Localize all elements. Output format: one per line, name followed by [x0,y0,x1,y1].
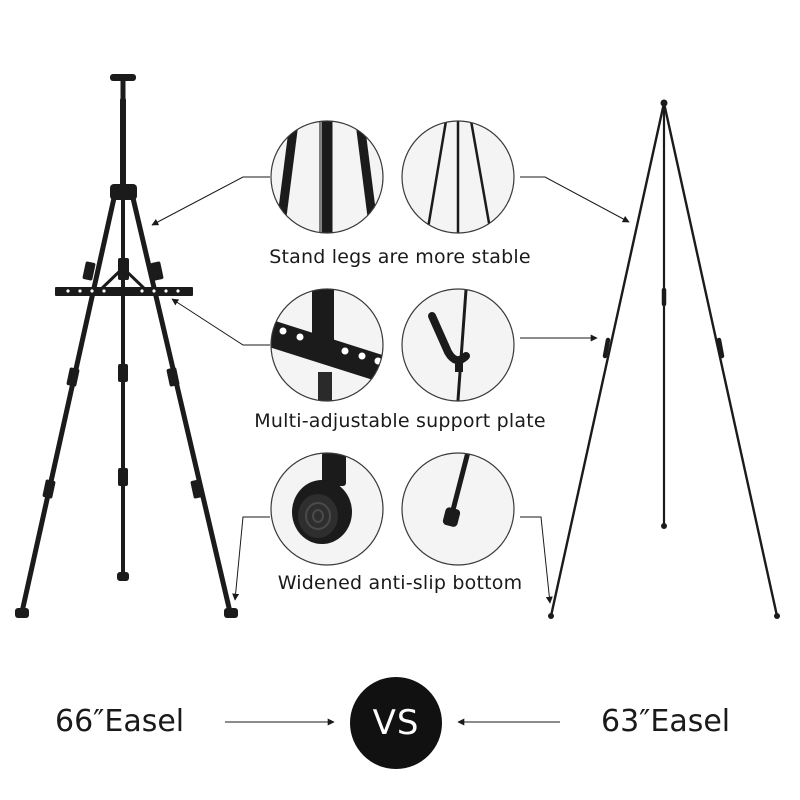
caption-stable-legs: Stand legs are more stable [269,246,531,268]
label-63-easel: 63″Easel [601,704,731,739]
detail-circle-support-plate [270,288,384,402]
caption-anti-slip: Widened anti-slip bottom [277,572,523,594]
vs-badge: VS [350,677,442,769]
detail-circle-hook [401,288,515,402]
wire-easel-63 [548,99,780,619]
caption-support-plate: Multi-adjustable support plate [254,410,546,432]
detail-circle-thin-legs [401,120,515,234]
label-66-easel: 66″Easel [55,704,185,739]
detail-circle-leg-tubes [270,120,384,234]
detail-circle-thin-foot [401,452,515,566]
pointer-arrows [151,176,630,604]
tripod-easel-66 [15,74,238,618]
detail-circle-rubber-foot [270,452,384,566]
